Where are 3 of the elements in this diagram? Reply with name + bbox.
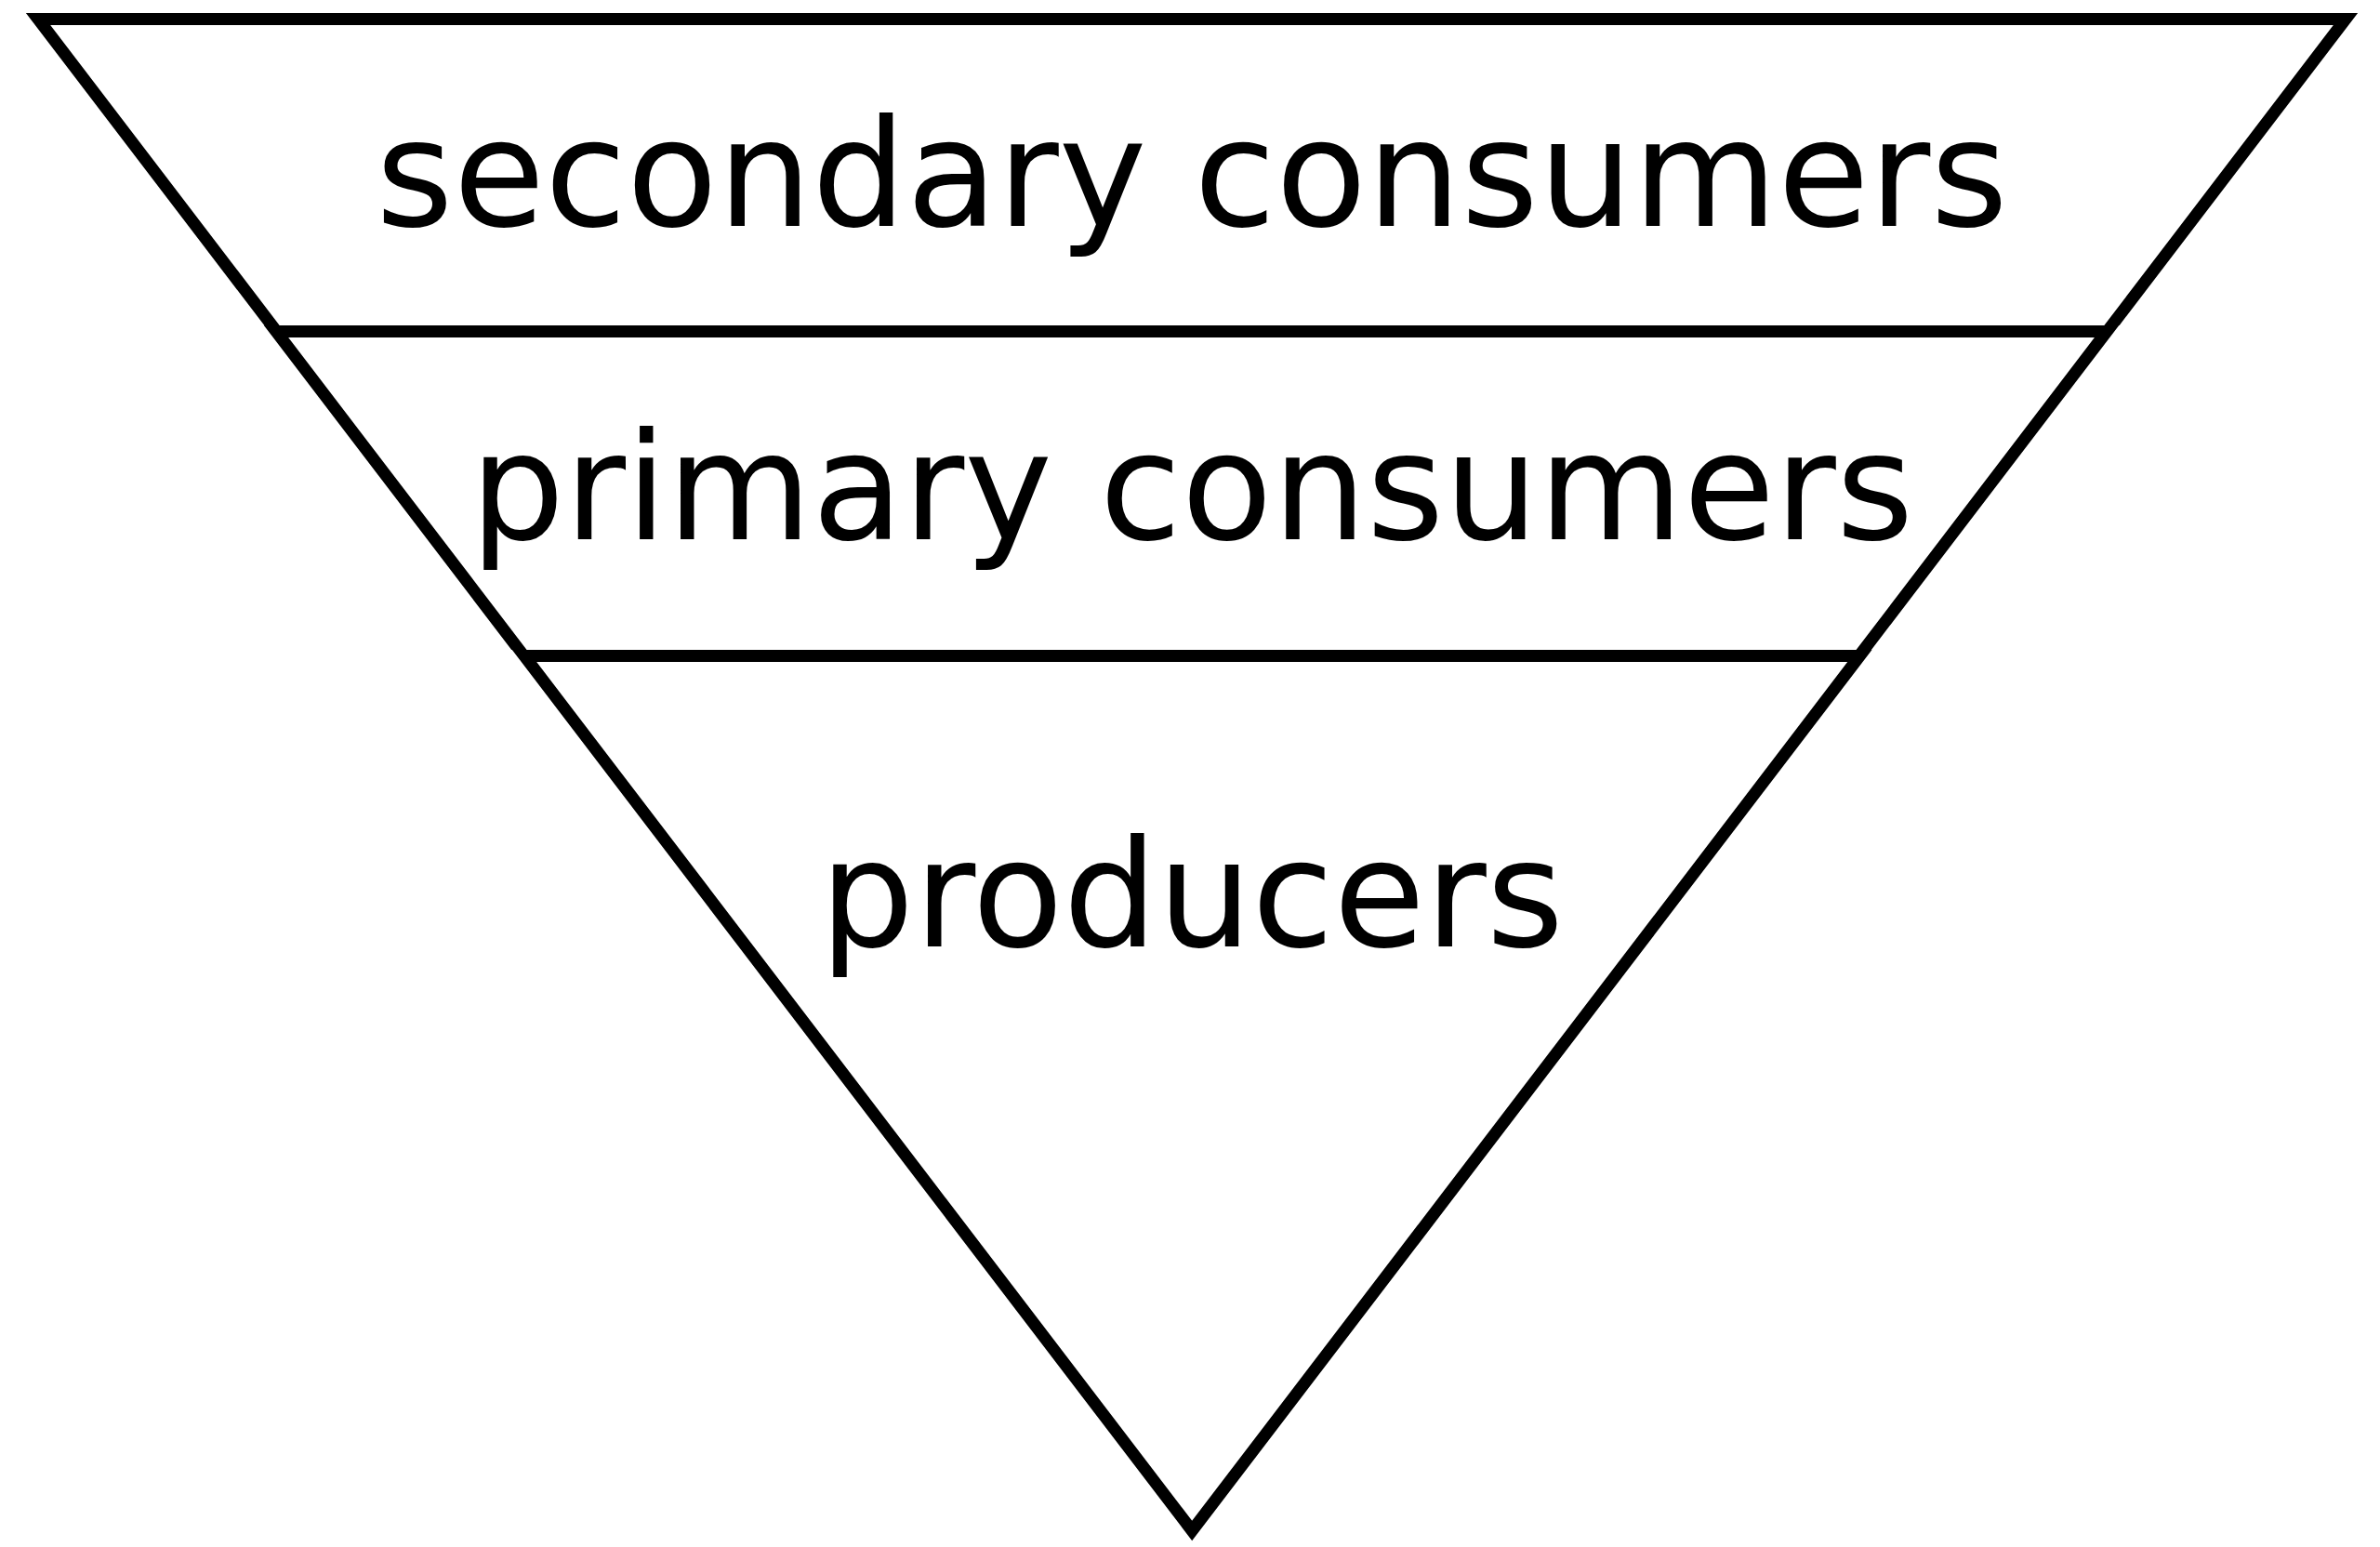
level-label: producers (819, 807, 1565, 984)
level-label: primary consumers (469, 400, 1914, 576)
level-label: secondary consumers (376, 86, 2008, 263)
